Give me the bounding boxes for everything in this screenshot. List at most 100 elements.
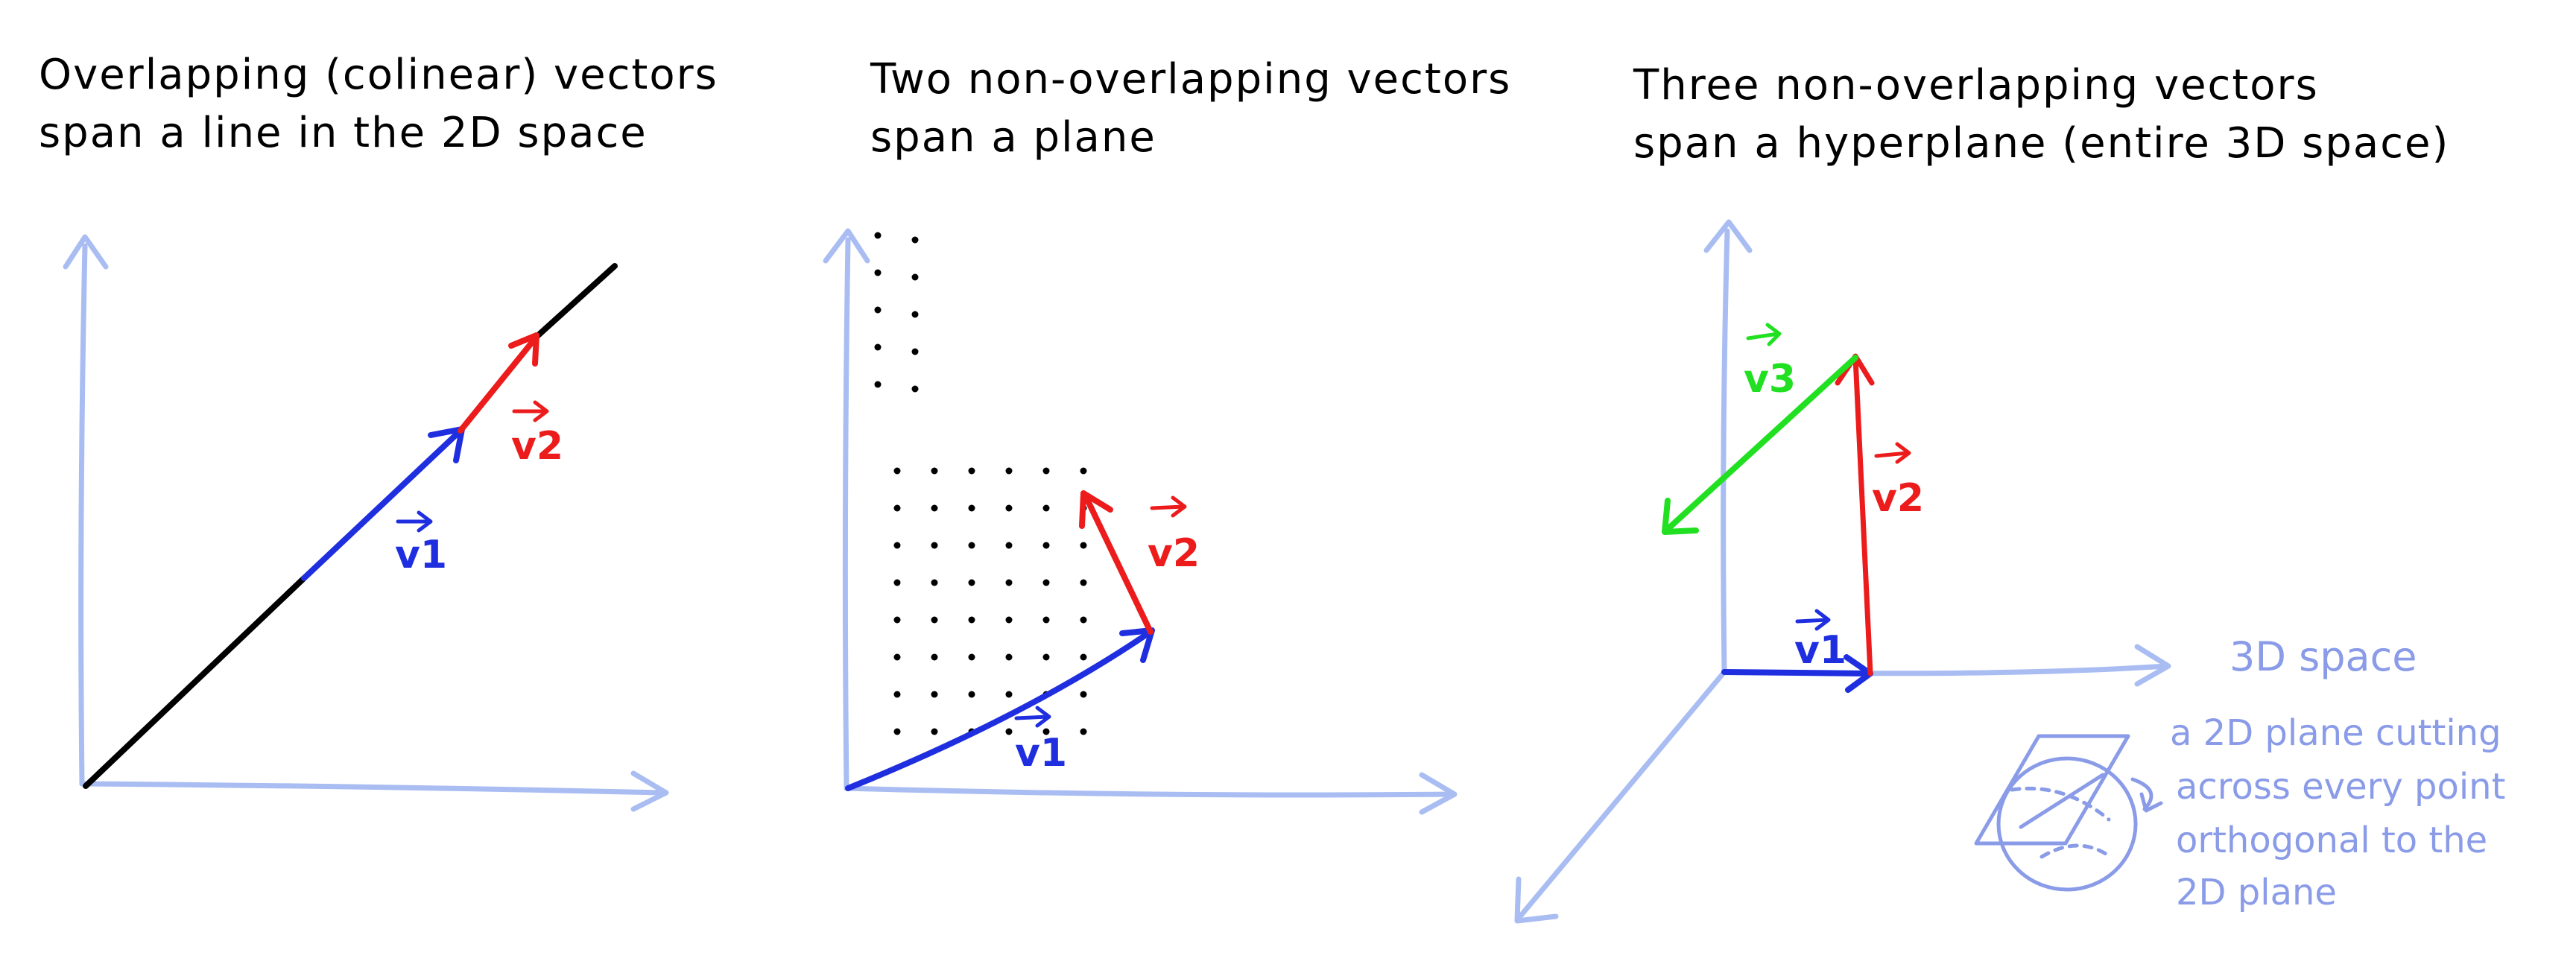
panel1-v1-label: v1 xyxy=(395,510,447,577)
panel3-y-axis xyxy=(1517,669,1727,919)
span-dot xyxy=(968,467,975,475)
svg-text:v1: v1 xyxy=(1015,731,1067,776)
span-dot xyxy=(968,616,975,624)
span-dot xyxy=(968,653,975,661)
span-dot xyxy=(1042,467,1050,475)
span-dot xyxy=(874,269,882,276)
span-dot xyxy=(931,728,938,735)
panel3-z-axis xyxy=(1721,228,1730,675)
svg-text:v3: v3 xyxy=(1744,357,1796,402)
panel3-x-axis-arrowhead-icon xyxy=(2134,644,2171,687)
panel2-v2-arrowhead-icon xyxy=(1079,490,1113,529)
span-dot xyxy=(1042,616,1050,624)
span-dot xyxy=(1005,542,1013,549)
span-dot xyxy=(931,542,938,549)
panel1-v1-arrow-mark-icon xyxy=(396,510,433,533)
panel3-vector-v3 xyxy=(1662,355,1858,535)
span-dot xyxy=(893,467,901,475)
panel2-v1-arrow-mark-icon xyxy=(1014,706,1051,728)
panel2-vector-v1 xyxy=(845,627,1155,791)
span-dot xyxy=(893,691,901,698)
note-pointer-arrow-icon xyxy=(2130,777,2163,813)
span-dot xyxy=(968,542,975,549)
panel1-x-axis-arrowhead-icon xyxy=(630,770,669,812)
panel3-v3-arrowhead-icon xyxy=(1662,498,1699,535)
panel2-v1-label: v1 xyxy=(1014,706,1067,776)
span-dot xyxy=(893,579,901,586)
span-dot xyxy=(1080,579,1087,586)
span-dot xyxy=(968,691,975,698)
panel3-axes xyxy=(1514,219,2171,924)
span-dot xyxy=(968,579,975,586)
panel1-span-line-lower xyxy=(83,575,307,789)
panel1-v2-arrow-mark-icon xyxy=(512,400,549,422)
span-dot xyxy=(1005,728,1013,735)
panel1-axes xyxy=(63,234,669,812)
span-dot xyxy=(1080,616,1087,624)
panel3-z-axis-arrowhead-icon xyxy=(1703,219,1753,253)
panel3-title-line1: Three non-overlapping vectors xyxy=(1633,61,2319,110)
panel2-title-line1: Two non-overlapping vectors xyxy=(870,55,1512,104)
panel1-v2-label: v2 xyxy=(511,400,563,469)
panel3-title: Three non-overlapping vectors span a hyp… xyxy=(1633,57,2449,173)
span-dot xyxy=(911,311,919,318)
span-dot xyxy=(911,273,919,281)
svg-text:v2: v2 xyxy=(1148,531,1200,576)
panel2-x-axis-arrowhead-icon xyxy=(1419,772,1458,815)
span-dot xyxy=(1005,467,1013,475)
panel2-vector-v2 xyxy=(1079,490,1153,635)
span-dot xyxy=(1042,728,1050,735)
span-dot xyxy=(1005,653,1013,661)
svg-text:v2: v2 xyxy=(511,424,563,469)
panel1-title-line2: span a line in the 2D space xyxy=(39,109,648,157)
panel2-title: Two non-overlapping vectors span a plane xyxy=(870,51,1511,167)
panel1-title: Overlapping (colinear) vectors span a li… xyxy=(39,46,718,162)
span-dot xyxy=(911,236,919,244)
span-dot xyxy=(1080,691,1087,698)
panel3-v3-label: v3 xyxy=(1744,323,1796,402)
span-dot xyxy=(1080,653,1087,661)
panel2-y-axis-arrowhead-icon xyxy=(823,228,870,264)
span-dot xyxy=(911,385,919,393)
plane-note: a 2D plane cutting across every point or… xyxy=(2170,712,2505,913)
svg-text:v2: v2 xyxy=(1872,476,1924,521)
span-dot xyxy=(874,381,882,388)
span-dot xyxy=(931,653,938,661)
span-dot xyxy=(931,616,938,624)
span-dot xyxy=(931,691,938,698)
svg-text:v1: v1 xyxy=(395,533,447,577)
span-dot xyxy=(1005,504,1013,512)
plane-note-line3: orthogonal to the xyxy=(2176,820,2487,861)
span-dot xyxy=(931,467,938,475)
span-dot xyxy=(1042,542,1050,549)
span-dot xyxy=(1005,616,1013,624)
panel2-axes xyxy=(823,228,1458,815)
span-dot xyxy=(968,504,975,512)
span-dot xyxy=(1080,467,1087,475)
span-dot xyxy=(874,232,882,239)
panel3-title-line2: span a hyperplane (entire 3D space) xyxy=(1633,119,2450,168)
span-dot xyxy=(1042,579,1050,586)
span-dot xyxy=(893,728,901,735)
span-dot xyxy=(874,306,882,314)
panel1-title-line1: Overlapping (colinear) vectors xyxy=(39,51,718,99)
plane-note-line4: 2D plane xyxy=(2176,872,2337,913)
panel2-v2-label: v2 xyxy=(1148,495,1200,576)
span-dot xyxy=(931,579,938,586)
panel3-v3-arrow-mark-icon xyxy=(1746,323,1782,346)
panel3-v1-label: v1 xyxy=(1794,609,1846,673)
span-dot xyxy=(911,348,919,355)
panel1-y-axis-arrowhead-icon xyxy=(63,234,109,270)
span-dot xyxy=(893,542,901,549)
span-dot xyxy=(893,616,901,624)
plane-note-line2: across every point xyxy=(2176,766,2505,808)
panel2-x-axis xyxy=(844,785,1455,798)
panel3-vector-v2 xyxy=(1835,353,1875,676)
panel2-v2-arrow-mark-icon xyxy=(1150,495,1187,518)
panel1-v2-arrowhead-icon xyxy=(508,332,539,367)
span-dot xyxy=(1042,653,1050,661)
panel1-vector-v2 xyxy=(458,332,539,434)
span-dot xyxy=(874,343,882,351)
panel3-v2-arrow-mark-icon xyxy=(1874,442,1911,464)
